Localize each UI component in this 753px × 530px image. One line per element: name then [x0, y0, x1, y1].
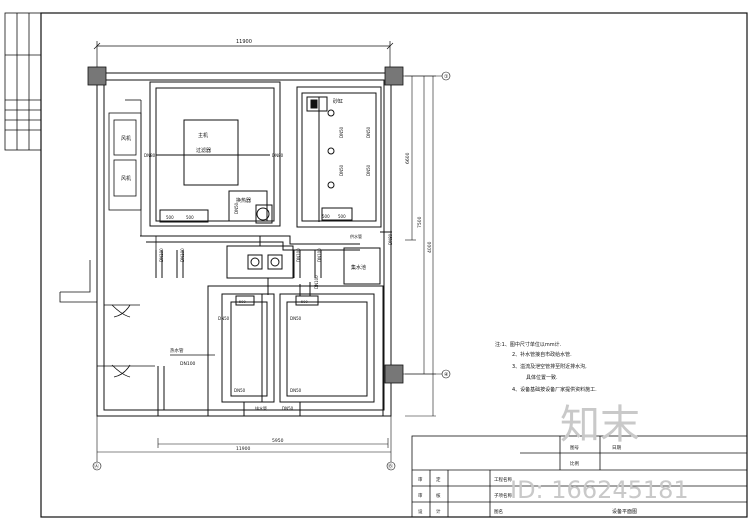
tb-top1: 图号 [570, 445, 579, 451]
pipe-dn80-c: DN80 [388, 233, 393, 245]
heater-label: 换热器 [236, 197, 251, 204]
hot-pipe-leader [170, 354, 215, 390]
filter-label: 过滤器 [196, 147, 211, 154]
dim-top-label: 11900 [236, 39, 252, 45]
val-500-b: 500 [186, 215, 194, 220]
tb-r2c3: 子项名称 [494, 492, 512, 499]
top-dimension [93, 41, 394, 68]
title-block [411, 435, 748, 518]
tb-drawing-name: 设备平面图 [612, 508, 637, 515]
axis-bubble-b: Ⓑ [388, 463, 393, 470]
tb-r1c1: 审 [418, 476, 423, 483]
axis-bubble-1: ① [444, 74, 449, 80]
drain-pipe-label: 排水管 [255, 405, 267, 411]
sheet-border [40, 12, 748, 518]
pipe-dn50-f: DN50 [218, 316, 230, 321]
pipe-dn50-c: DN50 [339, 164, 344, 176]
pipe-dn50-g: DN50 [290, 316, 302, 321]
axis-bubble-4: ④ [444, 372, 449, 378]
dim-bottom-inner: 5950 [272, 438, 284, 444]
axis-bubble-a: Ⓐ [94, 463, 99, 470]
tb-r3c1: 设 [418, 508, 423, 515]
dim-right-lower: 7500 [417, 216, 423, 228]
tb-top2: 比例 [570, 460, 579, 467]
sand-tank-room [296, 86, 382, 228]
pipe-dn100-c: DN100 [296, 248, 301, 262]
dim-right-total: 4000 [427, 241, 433, 253]
pipe-dn100-d: DN100 [317, 248, 322, 262]
pipe-dn80-b: DN80 [272, 153, 284, 158]
main-unit-label: 主机 [198, 132, 208, 139]
pipe-dn50-h: DN50 [290, 388, 302, 393]
pipe-dn50-a: DN50 [339, 126, 344, 138]
tb-r3c3: 图名 [494, 508, 503, 515]
pipe-corridor [140, 235, 360, 278]
pipe-dn50-i: DN50 [234, 388, 246, 393]
hot-pipe-label: 热水管 [170, 347, 184, 354]
val-500-c: 500 [322, 214, 330, 219]
main-room [149, 81, 281, 227]
pipe-dn80-a: DN80 [144, 153, 156, 158]
supply-pipe-label: 供水管 [350, 233, 362, 239]
fan-2-label: 风机 [121, 175, 131, 182]
dim-right-upper: 6600 [405, 152, 411, 164]
hot-pipe-dn: DN100 [180, 361, 196, 367]
val-500-a: 500 [166, 215, 174, 220]
notes-block: 注:1、图中尺寸单位以mm计. 2、补水管接自市政给水管. 3、溢流及泄空管排至… [495, 341, 597, 393]
pipe-dn100-b: DN100 [180, 248, 185, 262]
fan-1-label: 风机 [121, 135, 131, 142]
pipe-dn50-d: DN50 [366, 164, 371, 176]
pipe-dn100-e: DN100 [314, 275, 319, 289]
tb-r2c1: 审 [418, 492, 423, 499]
fan-room [108, 99, 157, 250]
lower-500-b: 500 [301, 300, 308, 304]
pipe-dn50-e: DN50 [234, 202, 239, 214]
tb-r1c2: 定 [436, 476, 441, 483]
corner-columns [87, 66, 404, 384]
lower-500-a: 500 [239, 300, 246, 304]
pipe-dn50-b: DN50 [366, 126, 371, 138]
note-3b: 具体位置一致. [526, 374, 558, 381]
watermark-logo: 知末 [560, 402, 640, 448]
sand-tank-label: 砂缸 [333, 98, 343, 105]
pipe-dn100-a: DN100 [159, 248, 164, 262]
bottom-dimensions [97, 438, 391, 453]
right-dimensions [405, 75, 436, 417]
note-1: 注:1、图中尺寸单位以mm计. [495, 341, 562, 348]
left-margin-strip [4, 12, 42, 151]
pipe-dn50-bottom: DN50 [282, 406, 294, 411]
tb-top3: 日期 [612, 445, 621, 451]
entry-doors [59, 260, 155, 378]
watermark-id: ID: 166245181 [510, 476, 689, 504]
collector-pit [343, 231, 392, 285]
note-2: 2、补水管接自市政给水管. [512, 351, 572, 358]
note-4: 4、设备基础按设备厂家提供资料施工. [512, 386, 597, 393]
collector-label: 集水池 [351, 264, 366, 271]
tb-r2c2: 核 [436, 492, 441, 499]
val-500-d: 500 [338, 214, 346, 219]
tb-r3c2: 计 [436, 508, 441, 515]
dim-bottom-outer: 11900 [236, 446, 250, 452]
lower-tanks [157, 282, 384, 417]
tb-r1c3: 工程名称 [494, 476, 512, 483]
note-3: 3、溢流及泄空管排至附近排水沟, [512, 363, 587, 370]
